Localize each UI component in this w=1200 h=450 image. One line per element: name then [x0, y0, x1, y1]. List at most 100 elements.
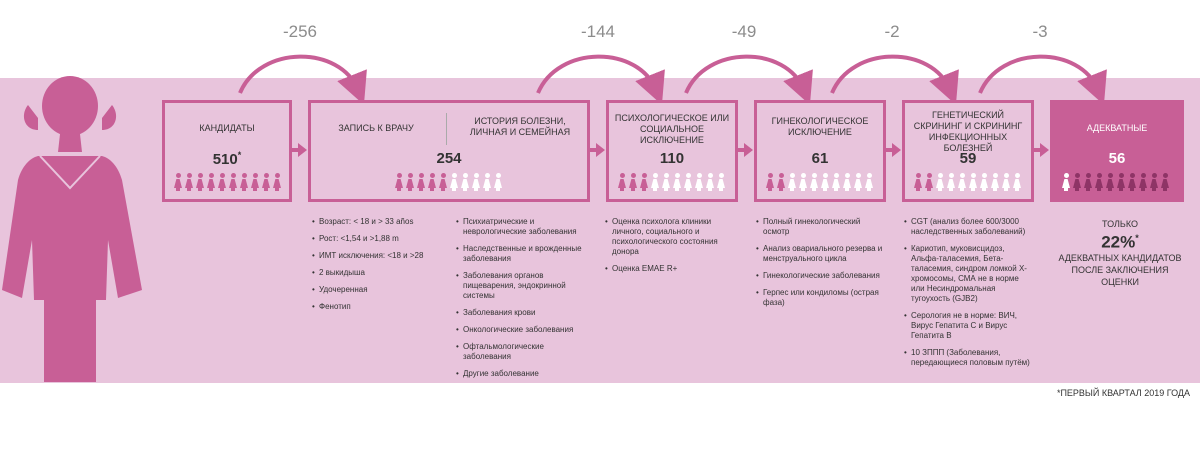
criteria-list-psych: Оценка психолога клиники личного, социал…	[605, 217, 735, 281]
list-item: Серология не в норме: ВИЧ, Вирус Гепатит…	[904, 311, 1034, 341]
list-item: ИМТ исключения: <18 и >28	[312, 251, 442, 261]
criteria-list-history: Психиатрические и неврологические заболе…	[456, 217, 591, 386]
arrow-right-icon	[744, 143, 753, 157]
arrow-right-icon	[738, 148, 746, 152]
person-icon	[228, 173, 238, 193]
person-icon	[1149, 173, 1159, 193]
person-icon	[798, 173, 808, 193]
person-icon	[787, 173, 797, 193]
person-icon	[261, 173, 271, 193]
stage-title: КАНДИДАТЫ	[199, 123, 255, 133]
list-item: Офтальмологические заболевания	[456, 342, 591, 362]
stage-value: 254	[436, 150, 462, 167]
list-item: 10 ЗППП (Заболевания, передающиеся полов…	[904, 348, 1034, 368]
curved-arrow-icon	[684, 54, 813, 100]
person-icon	[935, 173, 945, 193]
stage-title: ГИНЕКОЛОГИЧЕСКОЕ ИСКЛЮЧЕНИЕ	[771, 116, 869, 137]
person-icon	[864, 173, 874, 193]
stage-title: ЗАПИСЬ К ВРАЧУ	[338, 123, 414, 133]
list-item: Другие заболевание	[456, 369, 591, 379]
stage-value: 110	[659, 150, 685, 167]
stage-history: ЗАПИСЬ К ВРАЧУ ИСТОРИЯ БОЛЕЗНИ, ЛИЧНАЯ И…	[308, 100, 590, 202]
summary-block: ТОЛЬКО 22%* АДЕКВАТНЫХ КАНДИДАТОВ ПОСЛЕ …	[1055, 219, 1185, 288]
arrow-right-icon	[292, 148, 300, 152]
person-icon	[765, 173, 775, 193]
list-item: Полный гинекологический осмотр	[756, 217, 886, 237]
list-item: Оценка EMAE R+	[605, 264, 735, 274]
stage-genetic: ГЕНЕТИЧЕСКИЙ СКРИНИНГ И СКРИНИНГ ИНФЕКЦИ…	[902, 100, 1034, 202]
person-icon	[946, 173, 956, 193]
person-icon	[1072, 173, 1082, 193]
curved-arrow-icon	[830, 54, 959, 100]
stage-candidates: КАНДИДАТЫ 510*	[162, 100, 292, 202]
person-icon	[1138, 173, 1148, 193]
person-icon	[776, 173, 786, 193]
list-item: Заболевания крови	[456, 308, 591, 318]
person-icon	[217, 173, 227, 193]
summary-only: ТОЛЬКО	[1102, 219, 1138, 229]
list-item: Заболевания органов пищеварения, эндокри…	[456, 271, 591, 301]
arrow-right-icon	[590, 148, 598, 152]
person-icon	[913, 173, 923, 193]
arrow-right-icon	[596, 143, 605, 157]
curved-arrow-icon	[536, 54, 665, 100]
list-item: Гинекологические заболевания	[756, 271, 886, 281]
people-row	[173, 173, 282, 193]
drop-count: -144	[580, 22, 616, 41]
person-icon	[694, 173, 704, 193]
drop-count: -3	[1032, 22, 1048, 41]
stage-psych: ПСИХОЛОГИЧЕСКОЕ ИЛИ СОЦИАЛЬНОЕ ИСКЛЮЧЕНИ…	[606, 100, 738, 202]
people-row	[617, 173, 726, 193]
person-icon	[968, 173, 978, 193]
person-icon	[416, 173, 426, 193]
person-icon	[272, 173, 282, 193]
people-row	[765, 173, 874, 193]
person-icon	[990, 173, 1000, 193]
list-item: Наследственные и врожденные заболевания	[456, 244, 591, 264]
arrow-right-icon	[1034, 148, 1042, 152]
person-icon	[1001, 173, 1011, 193]
people-row	[394, 173, 503, 193]
person-icon	[405, 173, 415, 193]
drop-count: -2	[884, 22, 900, 41]
person-icon	[705, 173, 715, 193]
person-icon	[427, 173, 437, 193]
person-icon	[1061, 173, 1071, 193]
stage-value: 510*	[212, 150, 242, 168]
person-icon	[394, 173, 404, 193]
criteria-list-genetic: CGT (анализ более 600/3000 наследственны…	[904, 217, 1034, 375]
person-icon	[195, 173, 205, 193]
list-item: Психиатрические и неврологические заболе…	[456, 217, 591, 237]
stage-title: ИСТОРИЯ БОЛЕЗНИ, ЛИЧНАЯ И СЕМЕЙНАЯ	[469, 116, 571, 137]
person-icon	[482, 173, 492, 193]
person-icon	[853, 173, 863, 193]
arrow-right-icon	[886, 148, 894, 152]
list-item: Оценка психолога клиники личного, социал…	[605, 217, 735, 257]
list-item: Удочеренная	[312, 285, 442, 295]
person-icon	[979, 173, 989, 193]
list-item: Герпес или кондиломы (острая фаза)	[756, 288, 886, 308]
person-icon	[820, 173, 830, 193]
curved-arrow-icon	[978, 54, 1107, 100]
person-icon	[239, 173, 249, 193]
summary-text: АДЕКВАТНЫХ КАНДИДАТОВ ПОСЛЕ ЗАКЛЮЧЕНИЯ О…	[1058, 252, 1182, 287]
person-icon	[716, 173, 726, 193]
person-icon	[650, 173, 660, 193]
person-icon	[1083, 173, 1093, 193]
divider	[446, 113, 447, 145]
stage-value: 56	[1108, 150, 1126, 167]
criteria-list-gyn: Полный гинекологический осмотр Анализ ов…	[756, 217, 886, 315]
person-icon	[1127, 173, 1137, 193]
list-item: 2 выкидыша	[312, 268, 442, 278]
people-row	[1061, 173, 1170, 193]
person-icon	[639, 173, 649, 193]
arrow-right-icon	[892, 143, 901, 157]
stage-gyn: ГИНЕКОЛОГИЧЕСКОЕ ИСКЛЮЧЕНИЕ 61	[754, 100, 886, 202]
summary-percent: 22%*	[1101, 232, 1139, 252]
arrow-right-icon	[298, 143, 307, 157]
curved-arrow-icon	[238, 54, 367, 100]
woman-figure-icon	[2, 76, 142, 382]
person-icon	[628, 173, 638, 193]
stage-adequate: АДЕКВАТНЫЕ 56	[1050, 100, 1184, 202]
person-icon	[683, 173, 693, 193]
